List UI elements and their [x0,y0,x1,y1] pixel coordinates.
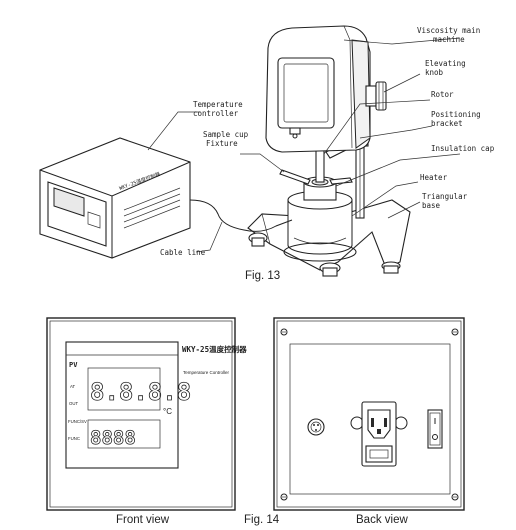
label-cable-line: Cable line [160,248,206,257]
sample-cup-fixture [279,169,353,185]
sv-digits: 8888 [90,427,136,449]
back-view-caption: Back view [356,514,408,526]
label-sample-cup-2: Fixture [206,139,238,148]
label-insulation-cap: Insulation cap [431,144,495,153]
elevating-knob [365,81,387,111]
label-triangular-2: base [422,201,441,210]
power-switch-icon [427,409,443,449]
label-elevating-2: knob [425,68,444,77]
cable-line [189,199,293,232]
label-positioning-2: bracket [431,119,463,128]
fig13-caption: Fig. 13 [245,270,280,282]
label-viscosity-main-1: Viscosity main [417,26,480,35]
label-elevating-1: Elevating [425,59,466,68]
panel-label-pv: PV [69,361,78,369]
heater [283,190,357,262]
label-sample-cup-1: Sample cup [203,130,249,139]
panel-label-func-sv: FUNC/SV [68,419,87,424]
label-temp-controller-1: Temperature [193,100,243,109]
sensor-connector-icon [307,418,325,436]
label-positioning-1: Positioning [431,110,481,119]
sv-display: 8888 [87,419,161,449]
back-view-panel [273,317,465,511]
panel-label-out: OUT [69,401,78,406]
screw-icon [280,328,459,501]
panel-label-at: AT [70,384,76,389]
power-socket-icon [350,401,408,467]
panel-unit: °C [163,407,172,416]
temperature-controller-box: WKY-25温度控制器 [39,137,191,259]
panel-brand: WKY-25温度控制器 [182,344,247,354]
pv-display: 8.8.8.8 [87,367,192,411]
panel-subtitle: Temperature Controller [183,370,230,375]
fig14-caption: Fig. 14 [244,514,280,526]
viscometer-illustration: WKY-25温度控制器 Viscosity main machine Eleva… [39,25,495,282]
label-triangular-1: Triangular [422,192,468,201]
label-rotor: Rotor [431,90,454,99]
viscosity-main-machine [265,25,371,153]
front-view-caption: Front view [116,514,170,526]
leader-lines [147,37,461,253]
label-heater: Heater [420,173,448,182]
label-viscosity-main-2: machine [433,35,465,44]
panel-label-func: FUNC [68,436,80,441]
label-temp-controller-2: controller [193,109,239,118]
front-view-panel: PV AT OUT FUNC/SV FUNC 8.8.8.8 8888 °C W… [46,317,247,511]
pv-digits: 8.8.8.8 [90,378,191,406]
